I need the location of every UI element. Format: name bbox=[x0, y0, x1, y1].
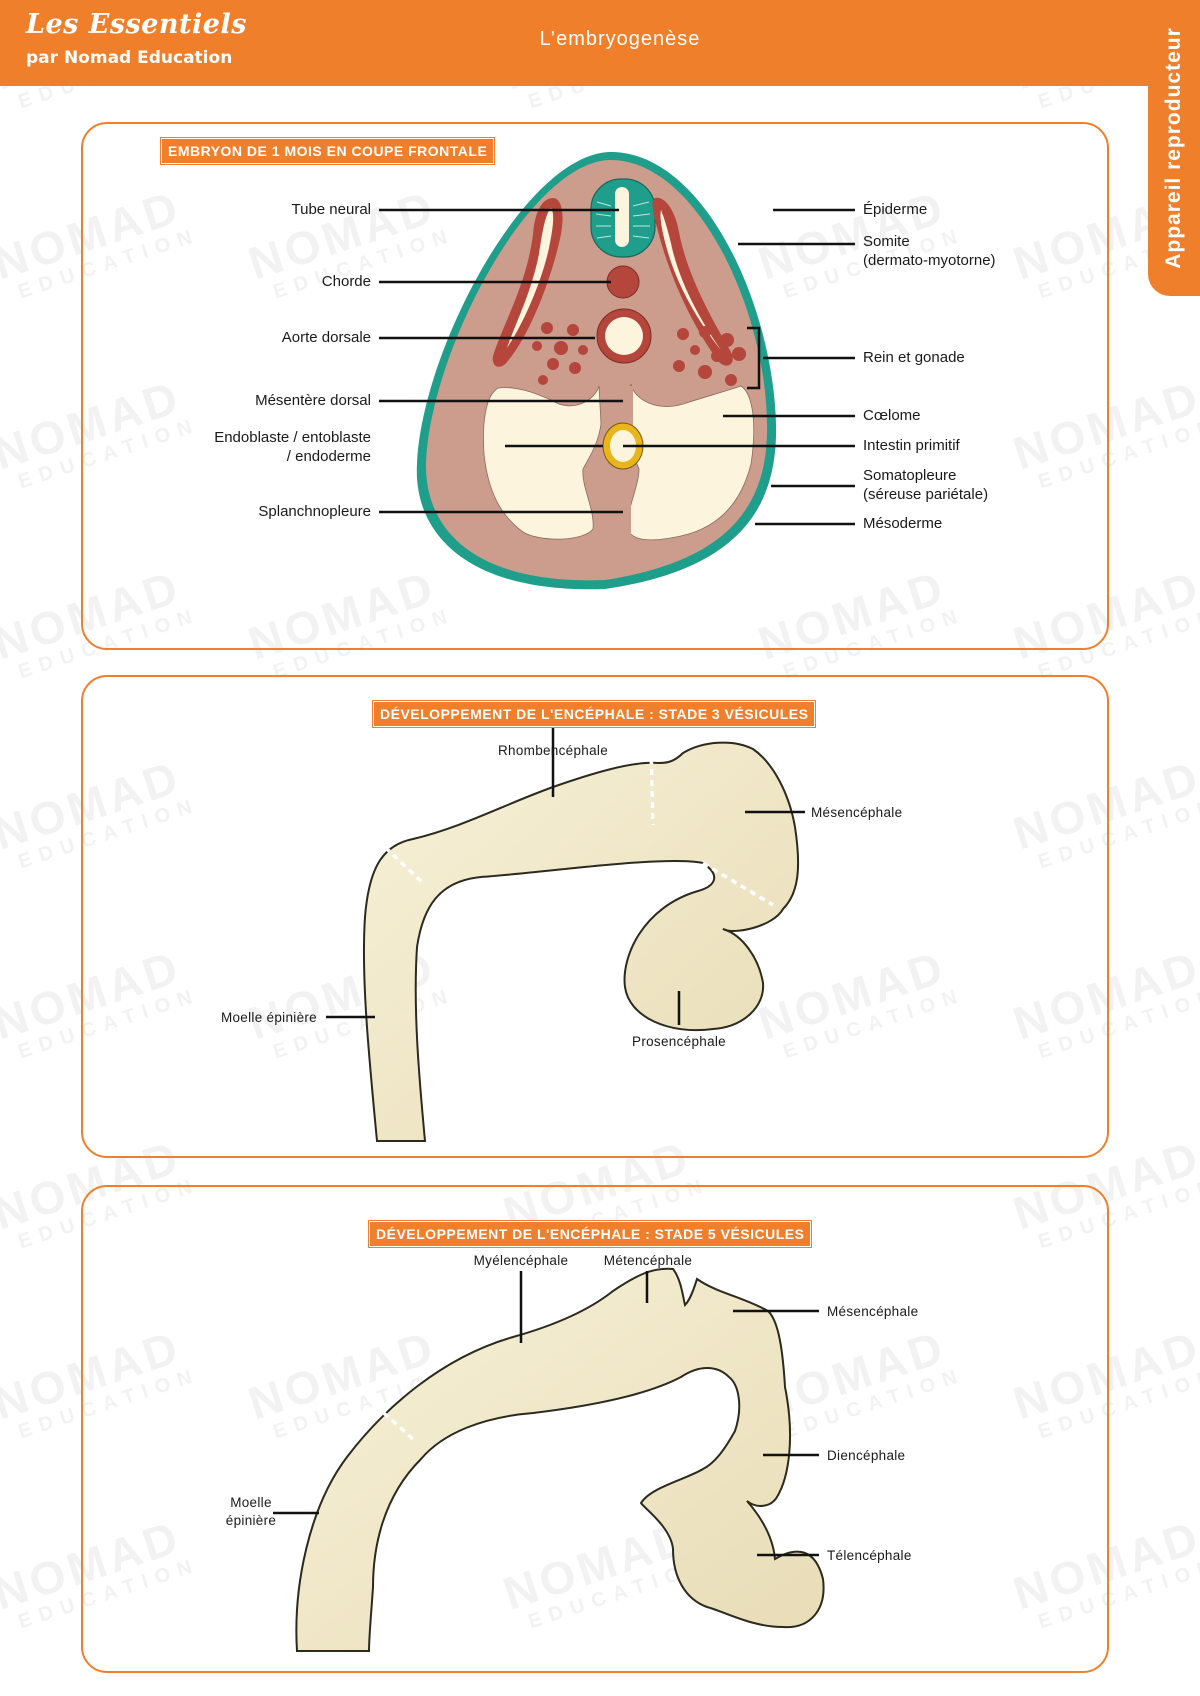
label-prosencephale: Prosencéphale bbox=[632, 1034, 726, 1049]
page-header: Les Essentiels par Nomad Education L’emb… bbox=[0, 0, 1148, 86]
label-mesencephale-5: Mésencéphale bbox=[827, 1304, 919, 1319]
label-mesencephale-3: Mésencéphale bbox=[811, 805, 903, 820]
leader-lines-5 bbox=[273, 1271, 819, 1557]
neural-tube-lumen bbox=[615, 187, 629, 247]
label-moelle: Moelle bbox=[230, 1495, 272, 1510]
label-tube-neural: Tube neural bbox=[291, 201, 372, 218]
label-epiniere: épinière bbox=[225, 1513, 277, 1528]
label-endoblaste: Endoblaste / entoblaste bbox=[214, 429, 371, 446]
chapter-tab-label: Appareil reproducteur bbox=[1162, 27, 1185, 269]
page-title: L’embryogenèse bbox=[539, 28, 701, 50]
panel-brain-5-vesicles: DÉVELOPPEMENT DE L'ENCÉPHALE : STADE 5 V… bbox=[81, 1185, 1109, 1673]
label-mesentere-dorsal: Mésentère dorsal bbox=[255, 392, 371, 409]
section-title-3-vesicles: DÉVELOPPEMENT DE L'ENCÉPHALE : STADE 3 V… bbox=[371, 700, 817, 728]
chapter-tab: Appareil reproducteur bbox=[1148, 0, 1200, 296]
section-title-embryo: EMBRYON DE 1 MOIS EN COUPE FRONTALE bbox=[159, 137, 496, 165]
brain-5-shape bbox=[295, 1267, 825, 1652]
label-coelome: Cœlome bbox=[863, 407, 921, 424]
label-epiderme: Épiderme bbox=[863, 201, 928, 218]
label-mesoderme: Mésoderme bbox=[863, 515, 943, 532]
section-title-5-vesicles: DÉVELOPPEMENT DE L'ENCÉPHALE : STADE 5 V… bbox=[367, 1220, 813, 1248]
kidney-bracket bbox=[747, 326, 761, 390]
label-metencephale: Métencéphale bbox=[603, 1253, 693, 1268]
panel-brain-3-vesicles: DÉVELOPPEMENT DE L'ENCÉPHALE : STADE 3 V… bbox=[81, 675, 1109, 1158]
dorsal-aorta-lumen bbox=[605, 317, 643, 355]
label-chorde: Chorde bbox=[321, 273, 371, 290]
ventral-mesentery bbox=[615, 470, 631, 540]
label-rhombencephale: Rhombencéphale bbox=[497, 743, 609, 758]
label-endoderme: / endoderme bbox=[286, 448, 371, 465]
coelom-right bbox=[620, 383, 755, 541]
label-aorte-dorsale: Aorte dorsale bbox=[281, 329, 371, 346]
notochord bbox=[606, 265, 640, 299]
panel-embryo-cross-section: EMBRYON DE 1 MOIS EN COUPE FRONTALE Tube… bbox=[81, 122, 1109, 650]
kidney-gonad-dots bbox=[532, 322, 746, 386]
label-somatopleure-detail: (séreuse pariétale) bbox=[863, 486, 989, 503]
label-splanchnopleure: Splanchnopleure bbox=[258, 503, 371, 520]
brand-subtitle: par Nomad Education bbox=[26, 48, 233, 68]
brain-5-vesicles-diagram bbox=[273, 1267, 825, 1652]
label-myelencephale: Myélencéphale bbox=[473, 1253, 569, 1268]
brand-logo: Les Essentiels bbox=[26, 9, 247, 40]
leader-lines bbox=[379, 208, 855, 526]
label-moelle-epiniere-3: Moelle épinière bbox=[220, 1010, 317, 1025]
label-diencephale: Diencéphale bbox=[827, 1448, 906, 1463]
dorsal-mesentery bbox=[613, 386, 633, 428]
brain-3-shape bbox=[362, 741, 800, 1142]
somite-left-cavity bbox=[507, 208, 554, 348]
label-rein-gonade: Rein et gonade bbox=[863, 349, 965, 366]
label-telencephale: Télencéphale bbox=[827, 1548, 912, 1563]
label-somatopleure: Somatopleure bbox=[863, 467, 957, 484]
embryo-cross-section-diagram bbox=[379, 151, 855, 590]
somite-right bbox=[652, 197, 733, 366]
label-intestin: Intestin primitif bbox=[863, 437, 960, 454]
coelom-left bbox=[483, 385, 602, 540]
label-somite-detail: (dermato-myotorne) bbox=[863, 252, 996, 269]
label-somite: Somite bbox=[863, 233, 910, 250]
